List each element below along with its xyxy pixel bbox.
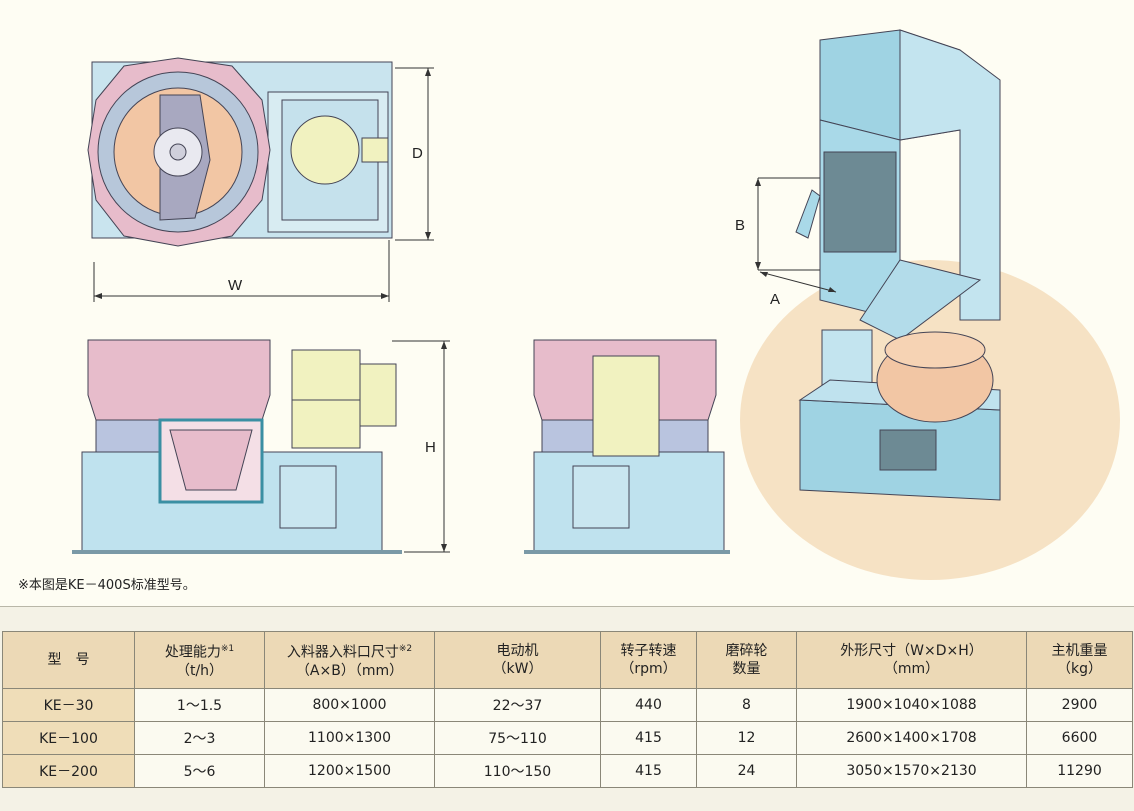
- table-cell: 2～3: [134, 721, 265, 755]
- table-cell: 3050×1570×2130: [796, 754, 1027, 788]
- header-motor: 电动机（kW）: [434, 631, 601, 689]
- table-cell-model: KE－100: [2, 721, 135, 755]
- header-rotor-speed: 转子转速（rpm）: [600, 631, 697, 689]
- table-row: KE－30 1～1.5 800×1000 22～37 440 8 1900×10…: [2, 688, 1133, 722]
- table-cell: 12: [696, 721, 797, 755]
- table-cell: 8: [696, 688, 797, 722]
- dimension-w-label: W: [228, 277, 243, 294]
- table-cell: 2600×1400×1708: [796, 721, 1027, 755]
- dimension-a-label: A: [770, 291, 780, 308]
- front-view-drawing: [72, 339, 450, 554]
- table-cell: 415: [600, 754, 697, 788]
- table-cell: 6600: [1026, 721, 1133, 755]
- isometric-cutaway-drawing: [740, 29, 1120, 580]
- dimension-b-label: B: [735, 217, 745, 234]
- dimension-h-label: H: [425, 439, 436, 456]
- drawing-canvas: W D H: [72, 29, 1120, 580]
- table-cell: 415: [600, 721, 697, 755]
- dimension-d-label: D: [412, 145, 423, 162]
- top-view-drawing: [87, 57, 434, 302]
- table-cell: 75～110: [434, 721, 601, 755]
- table-cell: 1900×1040×1088: [796, 688, 1027, 722]
- technical-drawing-panel: W D H: [0, 0, 1134, 607]
- header-capacity: 处理能力※1（t/h）: [134, 631, 265, 689]
- spec-table: 型 号 处理能力※1（t/h） 入料器入料口尺寸※2（A×B）（mm） 电动机（…: [2, 631, 1133, 788]
- header-model: 型 号: [2, 631, 135, 689]
- table-row: KE－100 2～3 1100×1300 75～110 415 12 2600×…: [2, 721, 1133, 755]
- table-cell: 110～150: [434, 754, 601, 788]
- table-cell: 1100×1300: [264, 721, 435, 755]
- standard-model-note: ※本图是KE－400S标准型号。: [18, 578, 196, 593]
- table-cell-model: KE－200: [2, 754, 135, 788]
- side-view-drawing: [524, 339, 730, 554]
- table-cell: 11290: [1026, 754, 1133, 788]
- table-header-row: 型 号 处理能力※1（t/h） 入料器入料口尺寸※2（A×B）（mm） 电动机（…: [2, 631, 1133, 689]
- table-cell: 800×1000: [264, 688, 435, 722]
- table-cell: 22～37: [434, 688, 601, 722]
- table-row: KE－200 5～6 1200×1500 110～150 415 24 3050…: [2, 754, 1133, 788]
- table-cell: 1200×1500: [264, 754, 435, 788]
- header-weight: 主机重量（kg）: [1026, 631, 1133, 689]
- table-cell: 440: [600, 688, 697, 722]
- header-dimensions: 外形尺寸（W×D×H）（mm）: [796, 631, 1027, 689]
- header-inlet-size: 入料器入料口尺寸※2（A×B）（mm）: [264, 631, 435, 689]
- table-cell: 1～1.5: [134, 688, 265, 722]
- table-cell-model: KE－30: [2, 688, 135, 722]
- table-cell: 24: [696, 754, 797, 788]
- table-cell: 2900: [1026, 688, 1133, 722]
- header-grinding-wheels: 磨碎轮数量: [696, 631, 797, 689]
- table-cell: 5～6: [134, 754, 265, 788]
